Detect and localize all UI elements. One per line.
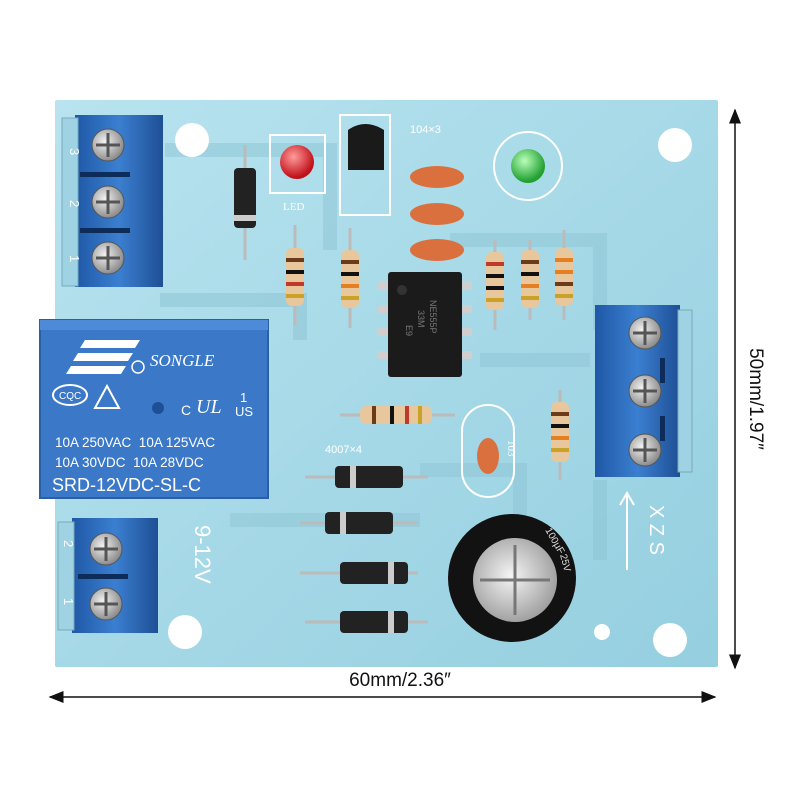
ic-marking-line2: 33M bbox=[416, 310, 426, 328]
cert-c-label: C bbox=[181, 402, 191, 418]
ceramic-capacitor-103: 103 bbox=[461, 404, 517, 498]
width-dimension-label: 60mm/2.36″ bbox=[349, 670, 451, 691]
screw-icon bbox=[89, 587, 123, 621]
ceramic-capacitors bbox=[410, 166, 464, 261]
terminal-block-top-left: 3 2 1 bbox=[61, 115, 163, 287]
relay: SONGLE CQC C UL 1 US 10A 250VAC 10A 125V… bbox=[39, 319, 269, 499]
terminal-pin-label: 2 bbox=[61, 540, 76, 547]
sensor-label: X Z S bbox=[645, 505, 667, 555]
terminal-pin-label: 1 bbox=[67, 255, 82, 262]
electrolytic-capacitor: 100µF 25V bbox=[448, 514, 576, 642]
arrow-up-icon bbox=[619, 491, 635, 570]
warning-triangle-icon bbox=[93, 383, 121, 409]
cqc-logo-icon bbox=[52, 384, 88, 406]
terminal-block-right bbox=[595, 305, 693, 477]
resistor bbox=[551, 390, 569, 480]
terminal-block-bottom-left: 2 1 bbox=[57, 518, 158, 633]
cert-us-label: US bbox=[235, 404, 253, 419]
voltage-label: 9-12V bbox=[190, 525, 215, 584]
screw-icon bbox=[628, 316, 662, 350]
screw-icon bbox=[628, 374, 662, 408]
screw-icon bbox=[91, 185, 125, 219]
songle-logo-icon bbox=[66, 340, 140, 374]
led-label: LED bbox=[283, 201, 304, 213]
cap-count-label: 104×3 bbox=[410, 124, 441, 136]
mounting-holes bbox=[168, 123, 692, 657]
transistor: 104×3 bbox=[339, 114, 441, 216]
diode bbox=[305, 466, 428, 488]
ic-chip: NE555P 33M E9 bbox=[378, 272, 472, 377]
diode bbox=[300, 512, 418, 534]
height-dimension-label: 50mm/1.97″ bbox=[745, 348, 766, 450]
relay-rating-line1: 10A 250VAC 10A 125VAC bbox=[55, 435, 215, 450]
cert-one-label: 1 bbox=[240, 390, 247, 405]
relay-rating-line2: 10A 30VDC 10A 28VDC bbox=[55, 455, 204, 470]
diode-count-label: 4007×4 bbox=[325, 444, 362, 456]
resistor bbox=[341, 228, 359, 328]
ic-marking-line3: E9 bbox=[404, 325, 414, 336]
registered-icon bbox=[131, 360, 145, 374]
resistor bbox=[286, 225, 304, 325]
diode-top-left bbox=[234, 145, 256, 260]
relay-brand: SONGLE bbox=[150, 351, 215, 370]
relay-model: SRD-12VDC-SL-C bbox=[52, 475, 201, 495]
screw-icon bbox=[628, 433, 662, 467]
ul-logo-icon: UL bbox=[196, 396, 222, 418]
terminal-pin-label: 2 bbox=[67, 200, 82, 207]
terminal-pin-label: 3 bbox=[67, 148, 82, 155]
screw-icon bbox=[91, 241, 125, 275]
resistor bbox=[486, 240, 504, 330]
resistor bbox=[555, 230, 573, 320]
cap-103-label: 103 bbox=[505, 440, 517, 457]
green-led bbox=[493, 131, 563, 201]
screw-icon bbox=[89, 532, 123, 566]
diode bbox=[305, 611, 428, 633]
cqc-label: CQC bbox=[59, 391, 81, 402]
screw-icon bbox=[91, 128, 125, 162]
ic-marking-line1: NE555P bbox=[428, 300, 438, 334]
diode bbox=[300, 562, 418, 584]
terminal-pin-label: 1 bbox=[61, 598, 76, 605]
resistor-horizontal bbox=[340, 406, 455, 424]
cap-voltage-label: 25V bbox=[557, 553, 572, 573]
resistor bbox=[521, 240, 539, 320]
red-led: LED bbox=[269, 134, 326, 213]
relay-pin-dot bbox=[152, 402, 164, 414]
